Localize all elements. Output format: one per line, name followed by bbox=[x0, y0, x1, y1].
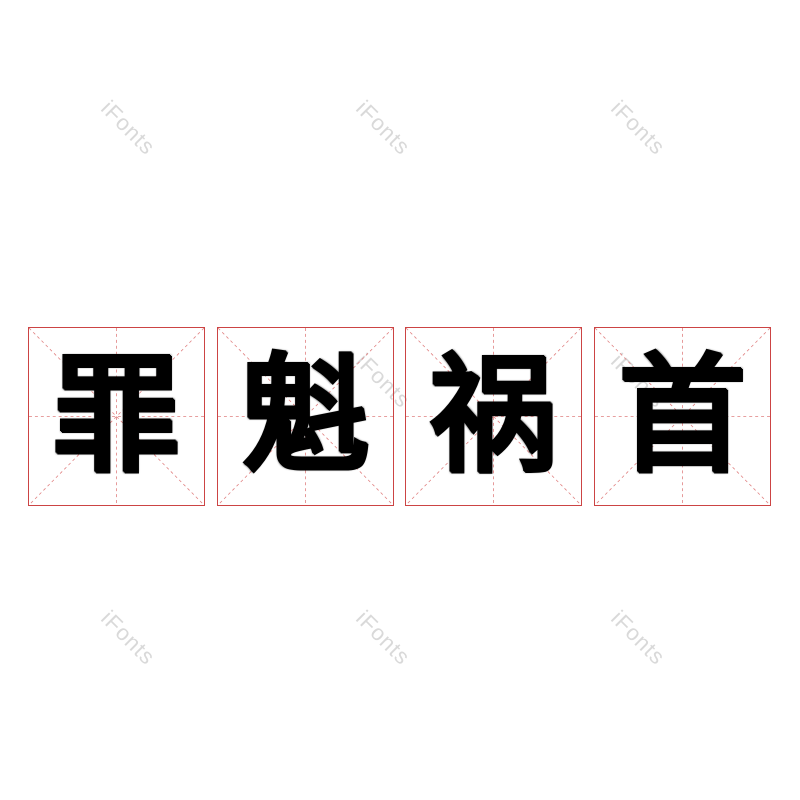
character-cell-3: 祸 bbox=[405, 327, 582, 506]
watermark: iFonts bbox=[606, 95, 671, 160]
watermark: iFonts bbox=[96, 605, 161, 670]
character-cell-1: 罪 bbox=[28, 327, 205, 506]
character-grid-row: 罪 魁 祸 首 bbox=[28, 327, 773, 508]
character-glyph: 罪 bbox=[52, 341, 181, 491]
character-glyph: 祸 bbox=[429, 341, 558, 491]
character-glyph: 首 bbox=[618, 341, 747, 491]
character-cell-2: 魁 bbox=[217, 327, 394, 506]
character-glyph: 魁 bbox=[241, 341, 370, 491]
watermark: iFonts bbox=[351, 605, 416, 670]
watermark: iFonts bbox=[351, 95, 416, 160]
watermark: iFonts bbox=[606, 605, 671, 670]
watermark: iFonts bbox=[96, 95, 161, 160]
character-cell-4: 首 bbox=[594, 327, 771, 506]
